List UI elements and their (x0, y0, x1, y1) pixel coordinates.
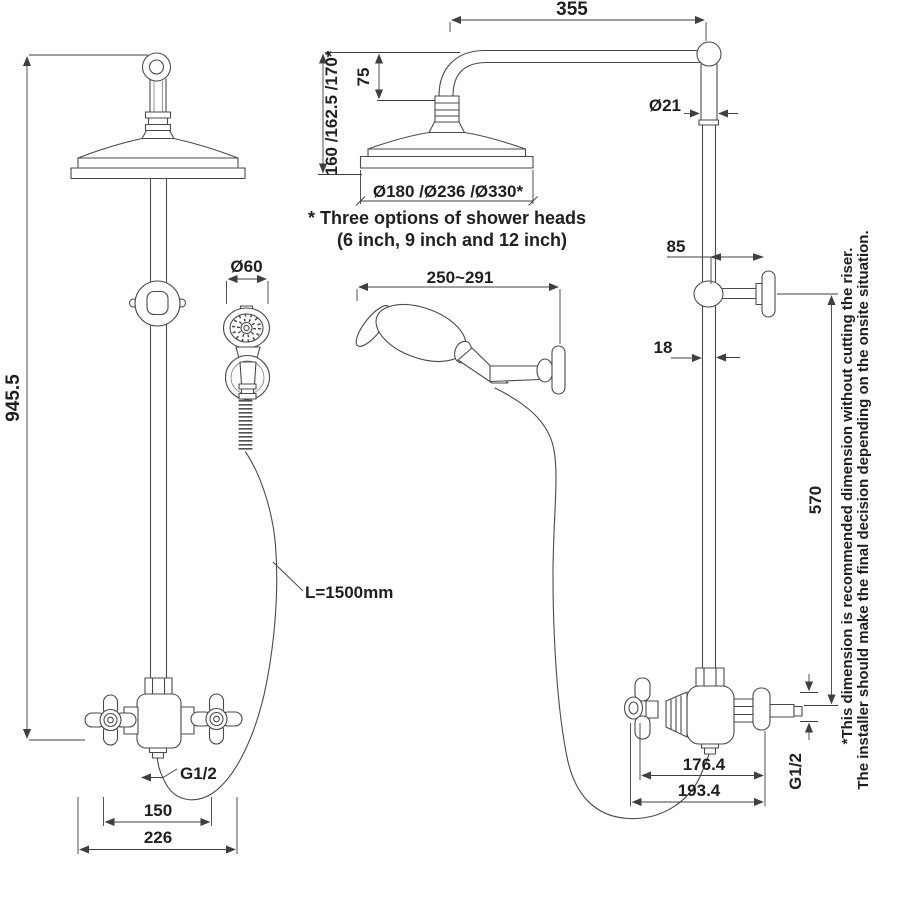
bracket-offset-label: 85 (667, 237, 686, 256)
side-view: 355 Ø21 160 /162.5 (308, 0, 872, 820)
overall-height-label: 945.5 (3, 374, 24, 422)
riser-note-line1: *This dimension is recommended dimension… (839, 248, 856, 745)
riser-length-label: 570 (806, 486, 825, 514)
front-outlet-thread-callout: G1/2 (141, 764, 217, 783)
front-shower-head (70, 129, 246, 180)
handset-diameter-label: Ø60 (230, 257, 262, 276)
side-hose (494, 387, 711, 820)
hose-length-label: L=1500mm (305, 583, 393, 602)
riser-diameter-label: Ø21 (649, 96, 681, 115)
dim-handset-reach: 250~291 (356, 268, 561, 344)
side-handset (355, 303, 566, 395)
head-options-note-line2: (6 inch, 9 inch and 12 inch) (337, 230, 567, 250)
side-outlet-thread-dim: G1/2 (786, 674, 818, 790)
front-valve-handle-left (84, 694, 137, 746)
front-riser-pipe (149, 177, 168, 679)
dim-inlet-spacing: 150 (103, 797, 212, 827)
dim-overall-height: 945.5 (3, 54, 148, 741)
riser-width-label: 18 (654, 338, 673, 357)
overall-width-label: 226 (144, 828, 172, 847)
dim-overall-width: 226 (77, 797, 238, 854)
front-wall-flange (128, 280, 187, 327)
side-shower-head (359, 95, 534, 169)
head-diameter-options-label: Ø180 /Ø236 /Ø330* (373, 182, 524, 201)
front-view: 945.5 (3, 52, 393, 854)
valve-overall-width-label: 193.4 (678, 781, 721, 800)
dim-riser-length: 570 (777, 293, 838, 706)
front-valve (84, 677, 243, 759)
arm-reach-label: 355 (556, 0, 588, 20)
side-shower-arm (438, 41, 722, 97)
head-height-options-label: 160 /162.5 /170* (322, 50, 341, 175)
dim-bracket-offset: 85 (667, 237, 764, 284)
front-hose (156, 451, 278, 801)
dim-arm-reach: 355 (449, 0, 707, 41)
side-valve (623, 667, 803, 755)
dim-arm-drop: 75 (354, 53, 436, 101)
dim-valve-width: 176.4 (639, 723, 766, 807)
side-valve-handle (623, 677, 651, 740)
front-handset (222, 305, 271, 452)
dim-handset-diameter: Ø60 (226, 257, 269, 304)
dim-head-diameter-options: Ø180 /Ø236 /Ø330* (355, 170, 538, 206)
arm-drop-label: 75 (354, 68, 373, 87)
hose-length-callout: L=1500mm (272, 561, 393, 602)
side-outlet-thread-label: G1/2 (786, 753, 805, 790)
side-wall-bracket (693, 270, 776, 318)
valve-width-label: 176.4 (683, 755, 726, 774)
inlet-spacing-label: 150 (144, 801, 172, 820)
side-riser-pipe (698, 63, 720, 669)
dim-riser-width: 18 (654, 338, 740, 363)
dim-valve-overall-width: 193.4 (630, 723, 764, 807)
handset-grip (239, 361, 257, 385)
front-valve-handle-right (190, 693, 243, 745)
riser-note: *This dimension is recommended dimension… (839, 230, 872, 789)
head-options-note-line1: * Three options of shower heads (308, 208, 586, 228)
head-options-note: * Three options of shower heads (6 inch,… (308, 208, 586, 250)
front-shower-arm (141, 52, 172, 132)
dim-head-height-options: 160 /162.5 /170* (318, 50, 460, 175)
handset-reach-label: 250~291 (427, 268, 494, 287)
dim-riser-diameter: Ø21 (649, 96, 738, 118)
front-outlet-thread-label: G1/2 (180, 764, 217, 783)
riser-note-line2: The installer should make the final deci… (855, 230, 872, 789)
